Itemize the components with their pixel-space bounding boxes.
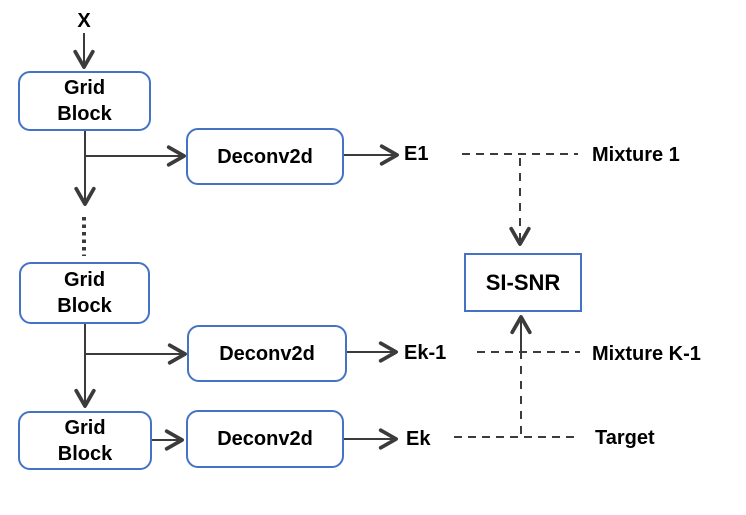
reference-label-target: Target xyxy=(595,427,655,449)
grid-block-2-label: Grid Block xyxy=(57,269,112,317)
reference-label-mixture1: Mixture 1 xyxy=(592,144,680,166)
sisnr-label: SI-SNR xyxy=(485,269,561,295)
deconv-node-1: Deconv2d xyxy=(186,128,344,185)
deconv-1-label: Deconv2d xyxy=(217,145,313,168)
deconv-node-3: Deconv2d xyxy=(186,410,344,468)
estimate-label-ek1: Ek-1 xyxy=(404,342,447,364)
sisnr-node: SI-SNR xyxy=(464,253,582,312)
deconv-node-2: Deconv2d xyxy=(187,325,347,382)
grid-block-3-label: Grid Block xyxy=(57,416,113,465)
input-label: X xyxy=(77,10,91,32)
grid-block-1-label: Grid Block xyxy=(57,77,112,125)
deconv-3-label: Deconv2d xyxy=(217,428,313,450)
grid-block-node-1: Grid Block xyxy=(18,71,151,131)
deconv-2-label: Deconv2d xyxy=(219,342,315,365)
estimate-label-ek: Ek xyxy=(406,428,431,450)
estimate-label-e1: E1 xyxy=(404,143,429,165)
reference-label-mixtureK1: Mixture K-1 xyxy=(592,343,701,365)
grid-block-node-2: Grid Block xyxy=(19,262,150,324)
grid-block-node-3: Grid Block xyxy=(18,411,152,470)
